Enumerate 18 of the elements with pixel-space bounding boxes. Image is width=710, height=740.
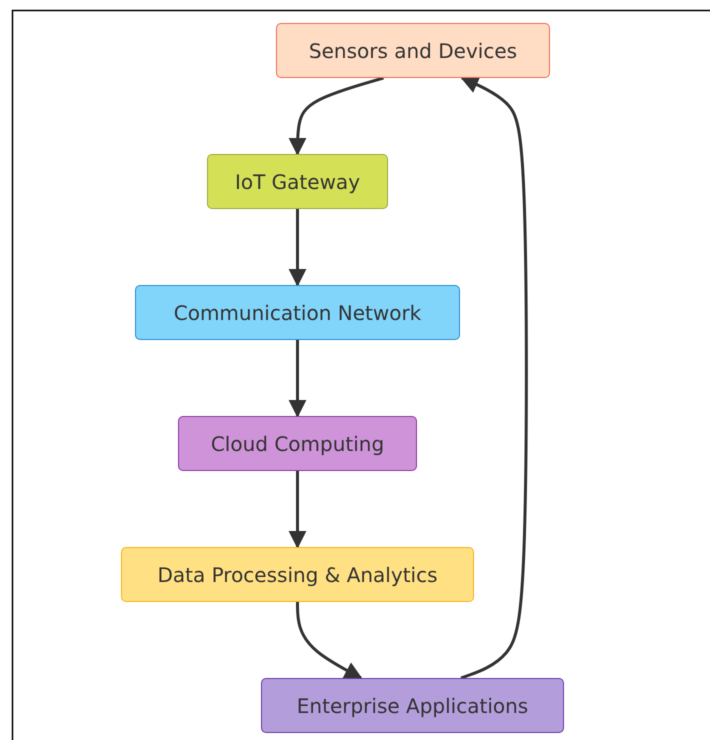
- box-label: IoT Gateway: [234, 170, 360, 194]
- process-box: [178, 416, 417, 471]
- arrow: [288, 76, 384, 156]
- arrow: [460, 76, 528, 680]
- process-box: [261, 678, 564, 733]
- process-box: [121, 547, 474, 602]
- box-label: Sensors and Devices: [308, 38, 518, 62]
- arrow: [296, 602, 363, 680]
- arrow: [288, 471, 306, 549]
- box-label: Cloud Computing: [210, 432, 384, 456]
- box-label: Data Processing & Analytics: [157, 562, 438, 586]
- box-label: Enterprise Applications: [296, 694, 528, 718]
- process-box: [276, 23, 550, 78]
- arrow: [288, 209, 306, 287]
- process-box: [135, 285, 460, 340]
- process-box: [207, 154, 388, 209]
- arrow: [288, 340, 306, 418]
- box-label: Communication Network: [174, 300, 422, 324]
